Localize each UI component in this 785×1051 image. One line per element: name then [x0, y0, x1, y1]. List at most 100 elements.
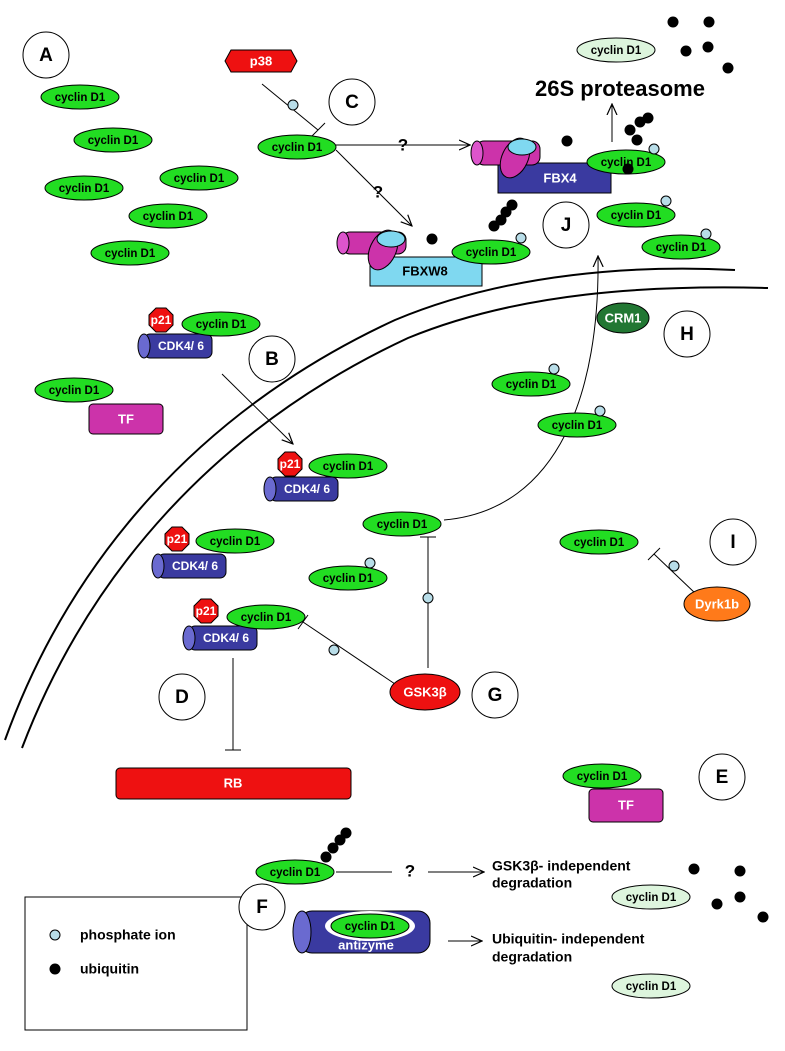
cyclin-d1-label: cyclin D1: [611, 210, 662, 222]
cyclin-d1: [226, 604, 306, 630]
label-letter-c: C: [345, 92, 359, 113]
cyclin-d1: [491, 371, 571, 397]
cyclin-d1-label: cyclin D1: [601, 157, 652, 169]
legend-ubiquitin-label: ubiquitin: [80, 961, 139, 977]
rb-box: [115, 767, 352, 800]
phosphate-ion: [49, 929, 61, 941]
cyclin-d1: [90, 240, 170, 266]
cyclin-d1: [181, 311, 261, 337]
label-letter-h: H: [680, 324, 694, 345]
cyclin-d1-label: cyclin D1: [196, 319, 247, 331]
ubiquitin: [711, 898, 723, 910]
cyclin-d1-label: cyclin D1: [323, 461, 374, 473]
label-letter-b: B: [265, 349, 279, 370]
cdk-label: CDK4/ 6: [284, 482, 330, 496]
cyclin-d1-label: cyclin D1: [506, 379, 557, 391]
dyrk-line: [653, 553, 697, 595]
fbx4-cylinder-cap: [470, 140, 484, 166]
rb-label: RB: [224, 775, 243, 790]
label-letter-j: J: [561, 215, 572, 236]
gsk-to-cdk-line: [302, 621, 396, 685]
cdk-cylinder-cap: [182, 625, 196, 651]
label-letter-d: D: [175, 687, 189, 708]
phosphate-ion: [364, 557, 376, 569]
cdk-label: CDK4/ 6: [203, 631, 249, 645]
label-circle-e: [698, 753, 746, 801]
cdk-cylinder-cap: [137, 333, 151, 359]
ubiquitin: [757, 911, 769, 923]
tf-box: [88, 403, 164, 435]
label-letter-i: I: [730, 532, 735, 553]
p21-octagon: [164, 526, 190, 552]
cyclin-d1-label: cyclin D1: [626, 981, 677, 993]
phosphate-ion: [515, 232, 527, 244]
fbxw8-label: FBXW8: [402, 263, 448, 278]
label-letter-g: G: [488, 685, 503, 706]
proteasome-label: 26S proteasome: [535, 76, 705, 101]
cdk-label: CDK4/ 6: [172, 559, 218, 573]
ubiquitin: [622, 163, 634, 175]
label-circle-h: [663, 310, 711, 358]
ubiquitin: [680, 45, 692, 57]
cyclin-d1-label: cyclin D1: [210, 536, 261, 548]
gsk3b-label: GSK3β: [403, 684, 446, 699]
cyclin-d1-label: cyclin D1: [626, 892, 677, 904]
label-circle-c: [328, 78, 376, 126]
cyclin-d1: [330, 913, 410, 939]
arrow-b-import: [221, 373, 293, 444]
cyclin-d1-label: cyclin D1: [143, 211, 194, 223]
cyclin-d1: [362, 511, 442, 537]
tf-label: TF: [118, 411, 134, 426]
gsk3b-ellipse: [389, 673, 461, 711]
cdk-label: CDK4/ 6: [158, 339, 204, 353]
label-letter-f: F: [256, 897, 268, 918]
cyclin-d1: [40, 84, 120, 110]
cyclin-d1-label: cyclin D1: [174, 173, 225, 185]
ubiquitin: [642, 112, 654, 124]
label-circle-a: [22, 31, 70, 79]
ubiquitin: [334, 834, 346, 846]
ubiquitin: [702, 41, 714, 53]
dyrk1b-ellipse: [683, 586, 751, 622]
p38-hexagon: [224, 49, 298, 73]
label-circle-j: [542, 201, 590, 249]
crm1-label: CRM1: [605, 310, 642, 325]
question-mark-f: ?: [405, 861, 415, 880]
cyclin-d1-label: cyclin D1: [59, 183, 110, 195]
ubiquitin-independent-degradation-label: degradation: [492, 949, 572, 965]
dyrk-bar: [647, 547, 661, 561]
p38-inhibition-bar: [311, 122, 326, 137]
phosphate-ion: [660, 195, 672, 207]
cyclin-d1-label: cyclin D1: [270, 867, 321, 879]
cyclin-d1: [451, 239, 531, 265]
cdk-cylinder-cap: [263, 476, 277, 502]
cyclin-d1: [34, 377, 114, 403]
legend-phosphate-label: phosphate ion: [80, 927, 176, 943]
pathway-lines: [221, 83, 697, 941]
cyclin-d1-label: cyclin D1: [241, 612, 292, 624]
cyclin-d1: [308, 565, 388, 591]
label-circle-i: [709, 518, 757, 566]
cyclin-d1: [308, 453, 388, 479]
cyclin-d1-label: cyclin D1: [552, 420, 603, 432]
question-mark-fbx4: ?: [398, 135, 408, 154]
ubiquitin-independent-label: Ubiquitin- independent: [492, 931, 645, 947]
cyclin-d1-label: cyclin D1: [55, 92, 106, 104]
ubiquitin: [561, 135, 573, 147]
cyclin-d1: [195, 528, 275, 554]
cyclin-d1: [255, 859, 335, 885]
cyclin-d1: [596, 202, 676, 228]
cyclin-d1-label: cyclin D1: [577, 771, 628, 783]
label-letter-e: E: [716, 767, 729, 788]
phosphate-ion: [668, 560, 680, 572]
gsk-to-cdk-bar: [297, 614, 309, 630]
cdk-cylinder-cap: [151, 553, 165, 579]
p38-label: p38: [250, 53, 272, 68]
fbxw8-adaptor: [376, 230, 406, 248]
label-circle-g: [471, 671, 519, 719]
phosphate-ion: [287, 99, 299, 111]
p21-label: p21: [167, 532, 188, 546]
cyclin-d1-label: cyclin D1: [323, 573, 374, 585]
